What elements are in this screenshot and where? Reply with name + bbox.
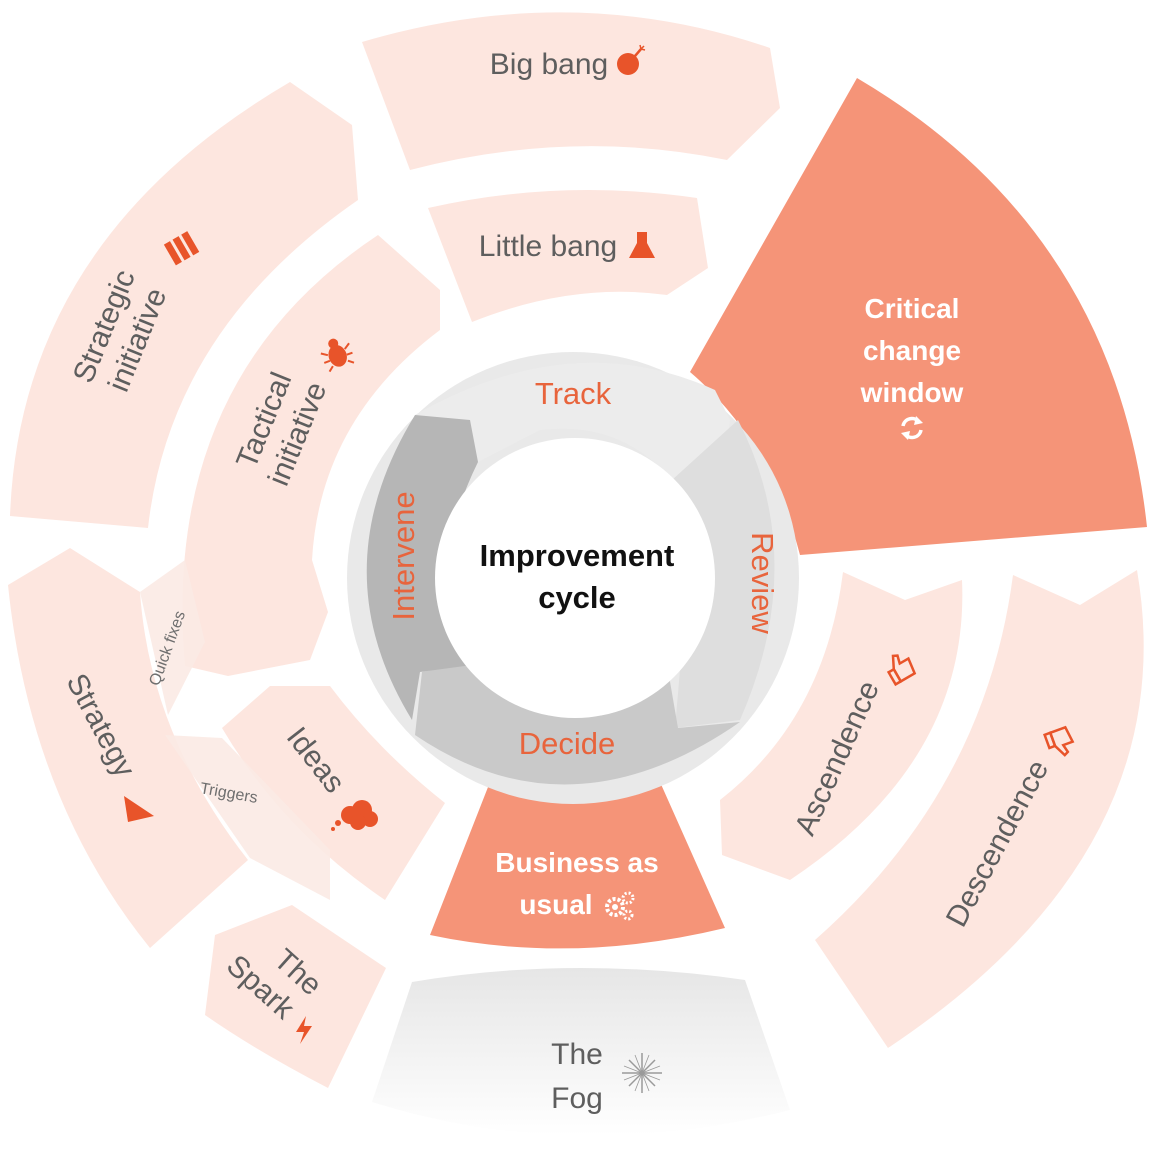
business-as-usual-segment[interactable] [430,782,725,949]
sparkle-icon [622,1053,662,1093]
review-arrow[interactable] [672,420,775,728]
big-bang-segment[interactable] [362,12,780,170]
thumbs-down-icon [1043,725,1075,757]
triggers-connector [165,735,330,900]
critical-change-line1: Critical [865,293,960,324]
the-spark-segment[interactable] [205,905,386,1088]
little-bang-segment[interactable] [428,190,708,322]
ascendence-segment[interactable] [720,572,963,880]
center-circle [435,438,715,718]
critical-change-line3: window [860,377,964,408]
lightning-icon [296,1016,312,1044]
paper-plane-icon [124,796,154,822]
track-label: Track [535,376,612,411]
the-fog-segment[interactable] [372,967,790,1136]
big-bang-label: Big bang [490,48,608,81]
strategic-initiative-segment[interactable] [10,82,358,528]
little-bang-label: Little bang [479,230,617,263]
bug-icon [320,338,355,373]
the-fog-line1: The [551,1038,603,1071]
business-as-usual-line2: usual [519,889,592,920]
the-fog-line2: Fog [551,1082,603,1115]
flask-icon [629,232,655,258]
tactical-initiative-segment[interactable] [182,235,440,676]
thought-cloud-icon [331,800,378,831]
intervene-arrow[interactable] [366,415,478,720]
decide-label: Decide [519,726,616,761]
track-arrow[interactable] [415,362,730,480]
refresh-icon [901,416,923,440]
center-title-line2: cycle [538,580,616,615]
thumbs-up-icon [886,654,917,687]
strategy-segment[interactable] [8,548,248,948]
ideas-segment[interactable] [222,686,445,900]
review-label: Review [745,532,780,634]
bomb-icon [617,44,646,75]
business-as-usual-line1: Business as [495,847,658,878]
quick-fixes-connector [140,560,205,715]
critical-change-line2: change [863,335,961,366]
critical-change-window-segment[interactable] [690,78,1147,555]
descendence-segment[interactable] [815,570,1144,1048]
intervene-label: Intervene [386,491,421,620]
books-icon [163,231,200,266]
center-title-line1: Improvement [480,538,675,573]
gears-icon [605,891,635,921]
